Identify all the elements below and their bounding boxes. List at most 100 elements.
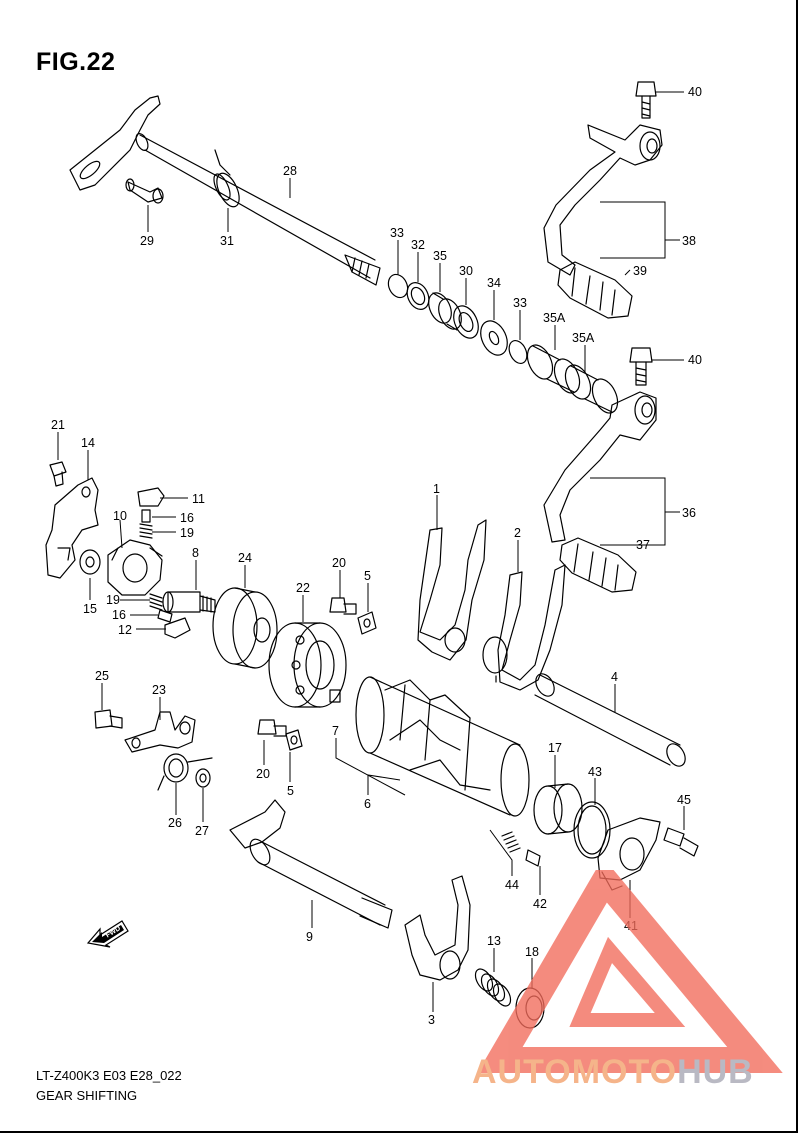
part-spring-19a: [139, 523, 153, 539]
callout-3: 3: [428, 1013, 435, 1027]
part-pin-16b: [157, 609, 173, 623]
part-pawl-11: [137, 487, 165, 507]
part-oring-43: [573, 801, 611, 859]
callout-35: 35: [433, 249, 447, 263]
callout-21: 21: [51, 418, 65, 432]
model-code: LT-Z400K3 E03 E28_022: [36, 1068, 182, 1083]
callout-29: 29: [140, 234, 154, 248]
callout-33: 33: [390, 226, 404, 240]
callout-8: 8: [192, 546, 199, 560]
part-bushing-35a-1: [526, 344, 581, 394]
fwd-arrow-icon: FWD: [86, 920, 129, 948]
callout-43: 43: [588, 765, 602, 779]
part-bolt-40a: [635, 81, 657, 119]
part-shift-shaft-28: [69, 95, 381, 286]
callout-6: 6: [364, 797, 371, 811]
callout-4: 4: [611, 670, 618, 684]
callout-33: 33: [513, 296, 527, 310]
part-shift-lever-36: [543, 391, 657, 543]
callout-9: 9: [306, 930, 313, 944]
callout-2: 2: [514, 526, 521, 540]
callout-5: 5: [364, 569, 371, 583]
callout-30: 30: [459, 264, 473, 278]
part-bolt-20b: [257, 719, 287, 737]
part-shift-fork-2: [482, 564, 566, 691]
part-washer-15: [79, 549, 101, 575]
callout-15: 15: [83, 602, 97, 616]
callout-14: 14: [81, 436, 95, 450]
callout-32: 32: [411, 238, 425, 252]
callout-16: 16: [112, 608, 126, 622]
part-gearshift-shaft-9: [229, 799, 393, 929]
part-pin-42: [525, 849, 541, 867]
callout-20: 20: [332, 556, 346, 570]
callout-18: 18: [525, 945, 539, 959]
part-stopper-plate-14: [45, 477, 99, 579]
callout-12: 12: [118, 623, 132, 637]
callout-25: 25: [95, 669, 109, 683]
callout-45: 45: [677, 793, 691, 807]
callout-39: 39: [633, 264, 647, 278]
callout-27: 27: [195, 824, 209, 838]
part-bearing-17: [533, 783, 583, 835]
callout-35a: 35A: [543, 311, 566, 325]
callout-40: 40: [688, 85, 702, 99]
part-washer-5b: [285, 729, 303, 751]
part-bolt-29: [125, 178, 164, 204]
part-spring-26: [157, 753, 213, 791]
part-bolt-45: [663, 827, 699, 857]
callout-34: 34: [487, 276, 501, 290]
callout-7: 7: [332, 724, 339, 738]
callout-42: 42: [533, 897, 547, 911]
part-screw-21: [49, 461, 67, 487]
callout-1: 1: [433, 482, 440, 496]
callout-28: 28: [283, 164, 297, 178]
part-rubber-39: [557, 261, 633, 319]
figure-title: FIG.22: [36, 48, 116, 76]
part-pawl-12: [164, 617, 191, 639]
callout-35a: 35A: [572, 331, 595, 345]
part-cam-10: [107, 539, 163, 596]
callout-40: 40: [688, 353, 702, 367]
callout-19: 19: [106, 593, 120, 607]
callout-38: 38: [682, 234, 696, 248]
callout-31: 31: [220, 234, 234, 248]
callout-19: 19: [180, 526, 194, 540]
figure-caption: GEAR SHIFTING: [36, 1088, 138, 1103]
part-shift-lever-38: [543, 124, 663, 276]
callout-44: 44: [505, 878, 519, 892]
part-seal-31: [213, 149, 240, 208]
watermark-text-part1: AUTOMOTO: [472, 1053, 678, 1091]
part-pin-16a: [141, 509, 151, 523]
callout-11: 11: [192, 492, 205, 506]
part-bearing-35: [428, 292, 462, 331]
callout-20: 20: [256, 767, 270, 781]
part-bearing-22: [268, 622, 347, 708]
part-seal-30: [453, 305, 479, 339]
watermark-text: AUTOMOTOHUB: [472, 1053, 754, 1092]
part-bolt-25: [94, 709, 123, 729]
callout-13: 13: [487, 934, 501, 948]
part-washer-32: [406, 282, 430, 310]
part-shift-fork-1: [417, 519, 487, 661]
callout-22: 22: [296, 581, 310, 595]
part-pin-8: [162, 591, 216, 613]
part-washer-27: [195, 768, 211, 788]
leader-lines: [57, 91, 685, 1012]
part-drum-cam-24: [212, 587, 278, 669]
part-bolt-40b: [629, 347, 653, 386]
part-shift-drum-6: [355, 676, 530, 817]
callout-37: 37: [636, 538, 650, 552]
callout-labels: 28 29 31 33 32 35 30 34 33 35A 35A 40 38…: [51, 85, 702, 1027]
callout-23: 23: [152, 683, 166, 697]
part-pin-7: [329, 689, 341, 703]
callout-10: 10: [113, 509, 127, 523]
part-washer-5a: [357, 611, 377, 635]
part-fork-shaft-4: [534, 673, 686, 767]
callout-5: 5: [287, 784, 294, 798]
part-plate-23: [124, 711, 196, 753]
callout-24: 24: [238, 551, 252, 565]
part-shift-fork-3: [404, 875, 471, 981]
watermark-logo-icon: [477, 870, 783, 1073]
